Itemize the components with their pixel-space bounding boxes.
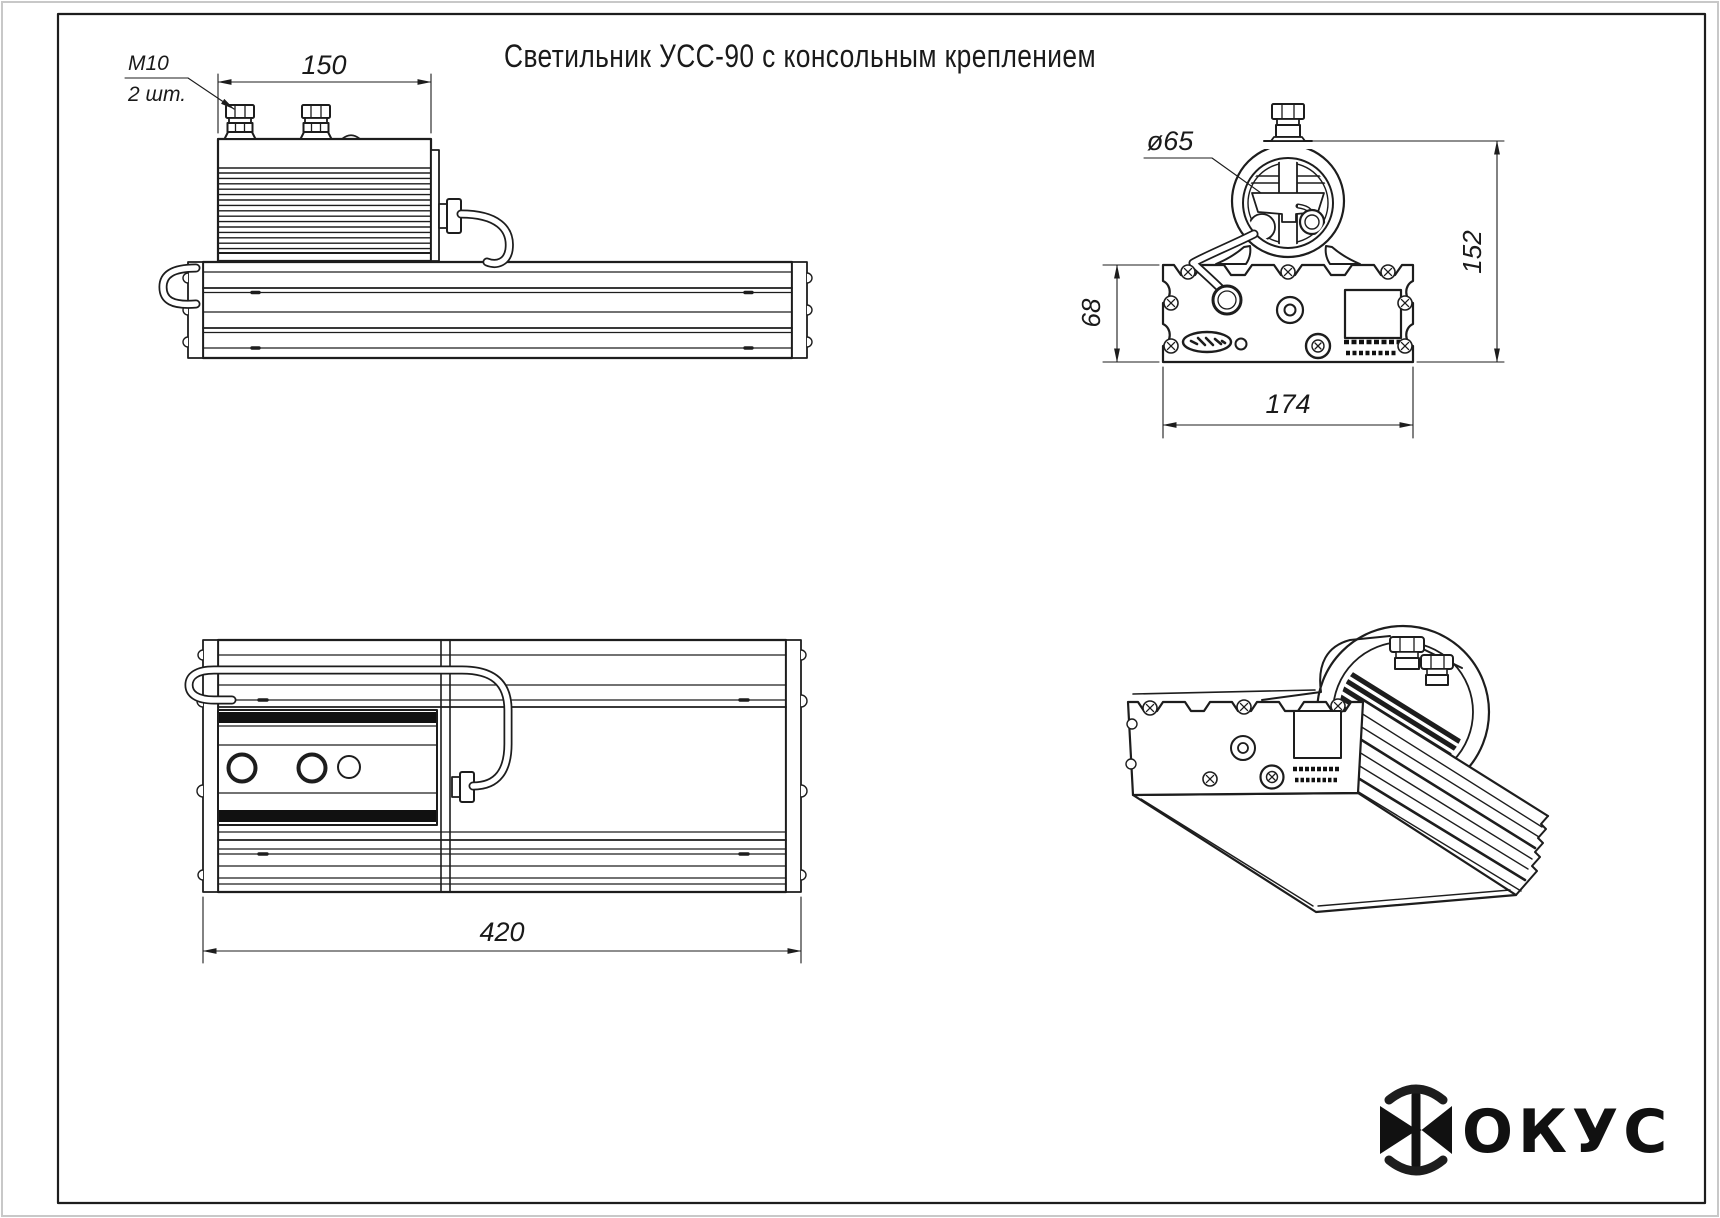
iso-body-top-edge	[1361, 698, 1550, 818]
clamp-mechanism	[1246, 161, 1330, 245]
top-view: 420	[184, 638, 808, 964]
dim-68-label: 68	[1076, 298, 1106, 327]
iso-clamp-bolt-2	[1420, 654, 1454, 686]
profile-screw	[1142, 700, 1158, 716]
dimension-d65: ø65	[1143, 126, 1262, 194]
side-housing-profile	[201, 260, 794, 360]
dimension-420: 420	[202, 896, 802, 964]
iso-center-plug	[1230, 735, 1256, 761]
iso-clamp-bolt-1	[1389, 636, 1425, 670]
clamp-bolt	[1270, 103, 1306, 142]
profile-screw	[1280, 264, 1296, 280]
side-endcap-left	[187, 261, 204, 359]
profile-screw	[1163, 295, 1179, 311]
profile-screw	[1163, 338, 1179, 354]
dimension-68: 68	[1076, 264, 1160, 363]
dimension-174: 174	[1162, 366, 1414, 439]
logo-emblem-icon	[1380, 1084, 1452, 1176]
iso-end-steps	[1515, 815, 1549, 896]
cable-gland-end	[1211, 284, 1243, 316]
heatsink-fins	[217, 172, 432, 250]
dim-152-label: 152	[1457, 230, 1487, 274]
brand-logo: ОКУС	[1380, 1084, 1672, 1176]
gasket-band-bottom	[219, 810, 436, 822]
profile-screw	[1380, 264, 1396, 280]
clamp-bore	[1242, 157, 1334, 249]
label-plate	[1343, 288, 1403, 340]
profile-screw	[1202, 771, 1218, 787]
mounting-bolt-1	[223, 104, 257, 140]
gasket-band-top	[219, 712, 436, 723]
mounting-bolt-2	[299, 104, 333, 140]
badge-text-marks	[1189, 336, 1227, 347]
note-qty-label: 2 шт.	[127, 83, 186, 106]
dim-420-label: 420	[479, 917, 524, 947]
logo-wordmark: ОКУС	[1462, 1097, 1672, 1167]
dimension-152: 152	[1311, 140, 1505, 363]
dim-d65-label: ø65	[1147, 126, 1195, 156]
side-endcap-right	[791, 261, 808, 359]
dimension-150: 150	[217, 50, 432, 134]
profile-screw	[1397, 338, 1413, 354]
gland-hole-1	[226, 752, 258, 784]
isometric-view	[1125, 624, 1550, 914]
brand-badge-oval	[1181, 330, 1233, 354]
gland-hole-3	[337, 755, 361, 779]
note-thread-label: М10	[128, 52, 169, 75]
drawing-title: Светильник УСС-90 с консольным крепление…	[504, 38, 1096, 74]
profile-screw	[1236, 699, 1252, 715]
note-m10: М10 2 шт.	[124, 52, 235, 110]
profile-screw	[1180, 264, 1196, 280]
profile-screw	[1397, 295, 1413, 311]
iso-label-plate	[1293, 710, 1342, 759]
dim-174-label: 174	[1265, 389, 1310, 419]
end-view: 68 174 152 ø65	[1076, 103, 1505, 439]
gland-hole-2	[296, 752, 328, 784]
side-view: 150 М10 2 шт.	[124, 50, 813, 360]
drawing-frame	[56, 12, 1707, 1205]
dim-150-label: 150	[301, 50, 346, 80]
center-plug	[1275, 295, 1305, 325]
top-endcap-right	[785, 639, 802, 893]
top-endcap-left	[202, 639, 219, 893]
